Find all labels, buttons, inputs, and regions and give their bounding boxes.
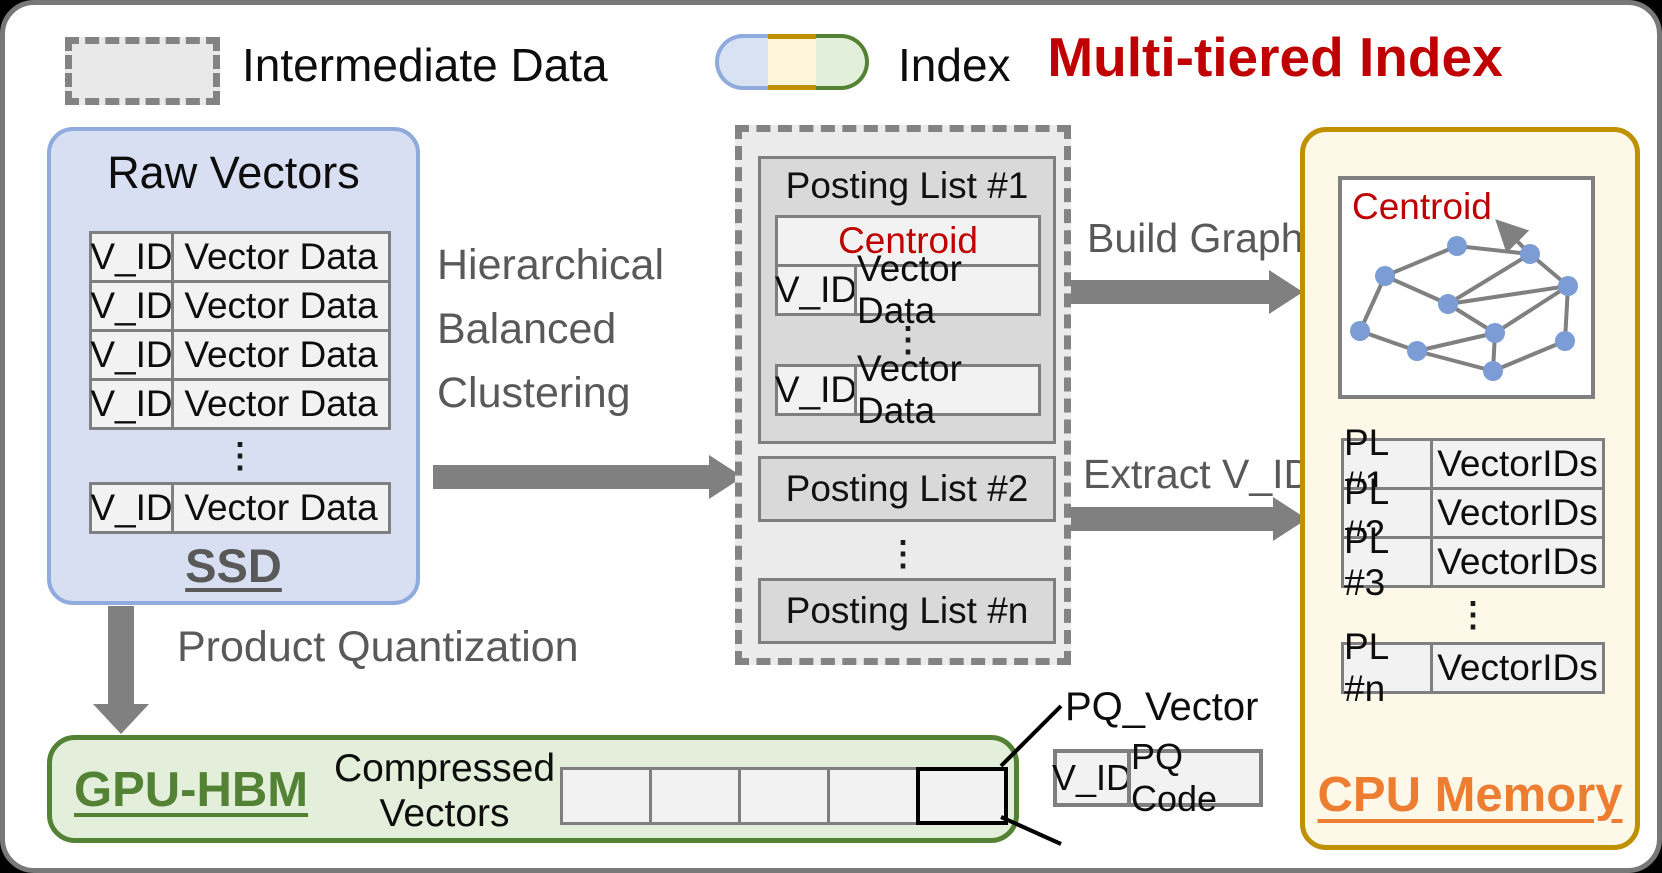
table-row: V_ID Vector Data [89,378,391,430]
cpu-memory-label: CPU Memory [1317,768,1623,822]
vectorids-cell: VectorIDs [1430,487,1605,539]
product-quantization-arrow [93,606,149,734]
raw-vectors-title: Raw Vectors [107,147,360,198]
pq-cell [649,767,741,825]
clustering-label: Hierarchical Balanced Clustering [437,233,664,425]
table-row: PL #n VectorIDs [1341,626,1605,709]
posting-list-n: Posting List #n [758,578,1056,644]
gpu-hbm-box: GPU-HBM Compressed Vectors [47,735,1019,843]
index-swatch-blue [715,34,768,90]
vector-data-cell: Vector Data [854,248,1041,331]
table-row: PL #1 VectorIDs [1341,422,1605,505]
pq-cell [560,767,652,825]
clustering-line3: Clustering [437,369,631,417]
centroid-annotation: Centroid [1352,186,1492,227]
index-swatch-green [816,34,870,90]
table-row: PL #2 VectorIDs [1341,471,1605,554]
table-row: V_ID Vector Data [89,231,391,283]
ellipsis: ⋮ [886,535,920,573]
pq-cell [827,767,919,825]
index-swatch-yellow [767,34,817,90]
compressed-line2: Vectors [379,792,510,835]
table-row: V_ID PQ Code [1052,736,1263,819]
vector-data-cell: Vector Data [171,280,391,332]
pl-cell: PL #3 [1341,520,1433,603]
vector-data-cell: Vector Data [171,482,391,534]
compressed-vectors-label: Compressed Vectors [332,746,557,836]
arrow-head [93,704,149,734]
pl-vectorids-table: PL #1 VectorIDs PL #2 VectorIDs PL #3 Ve… [1341,422,1605,709]
table-row: V_ID Vector Data [775,248,1041,331]
vector-data-cell: Vector Data [171,378,391,430]
posting-list-1: Posting List #1 Centroid V_ID Vector Dat… [758,156,1056,444]
diagram-title: Multi-tiered Index [1047,26,1503,88]
vid-cell: V_ID [775,364,857,416]
vid-cell: V_ID [89,280,174,332]
posting-list-2: Posting List #2 [758,456,1056,522]
vid-cell: V_ID [1052,749,1132,807]
vectorids-cell: VectorIDs [1430,642,1605,694]
table-row: PL #3 VectorIDs [1341,520,1605,603]
table-row: V_ID Vector Data [89,280,391,332]
centroid-cell: Centroid [775,215,1041,267]
gpu-hbm-label: GPU-HBM [74,763,309,817]
arrow-bar [1071,507,1277,531]
vid-cell: V_ID [89,378,174,430]
posting-lists-box: Posting List #1 Centroid V_ID Vector Dat… [735,125,1071,665]
index-label: Index [898,39,1011,91]
ellipsis: ⋮ [1456,596,1490,634]
intermediate-data-label: Intermediate Data [242,39,608,91]
pq-code-cell: PQ Code [1127,736,1263,819]
vid-cell: V_ID [89,231,174,283]
pq-vector-label: PQ_Vector [1065,685,1259,729]
pl-cell: PL #n [1341,626,1433,709]
table-row: Centroid [775,215,1041,267]
vectorids-cell: VectorIDs [1430,536,1605,588]
ssd-box: Raw Vectors V_ID Vector Data V_ID Vector… [47,127,420,605]
clustering-line1: Hierarchical [437,241,665,289]
build-graph-arrow [1071,270,1303,314]
extract-vid-arrow [1071,497,1307,541]
build-graph-label: Build Graph [1087,215,1304,261]
arrow-bar [108,606,134,704]
knn-graph [1350,219,1578,381]
arrow-head [1269,270,1303,314]
index-swatch [715,34,870,90]
ellipsis: ⋮ [223,437,257,475]
compressed-line1: Compressed [333,747,556,790]
pq-cell-highlighted [916,767,1008,825]
ellipsis: ⋮ [891,321,925,359]
vector-data-cell: Vector Data [171,329,391,381]
compressed-vector-cells [560,767,1008,825]
vectorids-cell: VectorIDs [1430,438,1605,490]
pl-cell: PL #1 [1341,422,1433,505]
pq-vector-table: V_ID PQ Code [1052,736,1263,819]
vid-cell: V_ID [89,329,174,381]
intermediate-data-swatch [65,37,220,105]
table-row: V_ID Vector Data [89,329,391,381]
clustering-line2: Balanced [437,305,617,353]
posting-list-1-title: Posting List #1 [785,165,1029,206]
pq-cell [738,767,830,825]
posting-list-1-table: Centroid V_ID Vector Data ⋮ V_ID Vector … [775,215,1041,431]
table-row: V_ID Vector Data [89,482,391,534]
arrow-bar [433,465,713,489]
cpu-memory-box: Centroid PL #1 VectorIDs PL #2 VectorIDs… [1300,127,1640,850]
table-row: V_ID Vector Data [775,348,1041,431]
product-quantization-label: Product Quantization [177,623,579,671]
ssd-label: SSD [185,539,282,592]
raw-vectors-table: V_ID Vector Data V_ID Vector Data V_ID V… [89,231,391,534]
knn-graph-box: Centroid [1338,176,1595,399]
arrow-bar [1071,280,1273,304]
vector-data-cell: Vector Data [854,348,1041,431]
vid-cell: V_ID [89,482,174,534]
extract-vid-label: Extract V_ID [1083,451,1314,497]
vector-data-cell: Vector Data [171,231,391,283]
clustering-arrow [433,455,743,499]
vid-cell: V_ID [775,264,857,316]
